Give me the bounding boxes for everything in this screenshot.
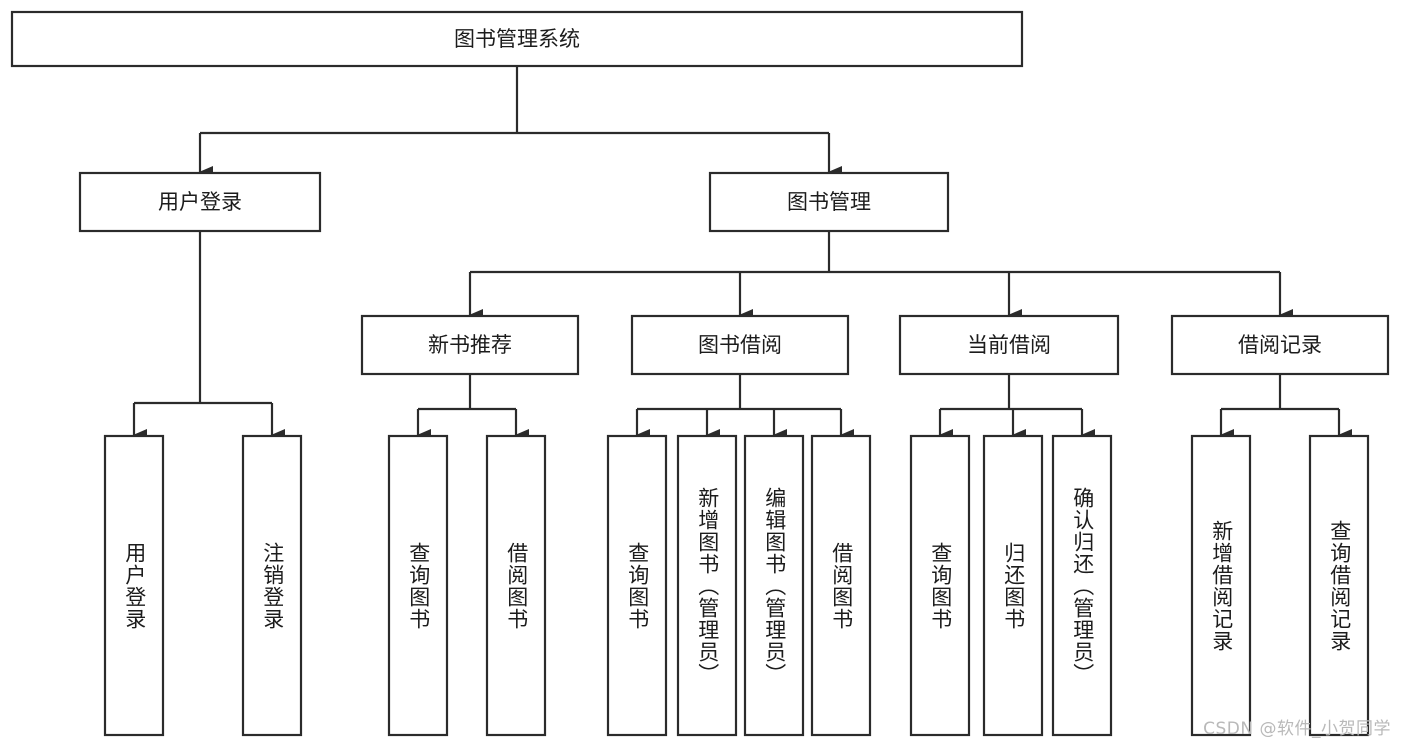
connector-layer [132, 66, 1352, 441]
node-leaf-confirm-return[interactable] [1051, 434, 1113, 737]
node-leaf-borrow-books-1[interactable] [485, 434, 547, 737]
node-leaf-query-books-3[interactable] [909, 434, 971, 737]
node-book-borrow[interactable] [630, 314, 850, 376]
node-leaf-edit-book[interactable] [743, 434, 805, 737]
node-user-login-label: 用户登录 [158, 190, 242, 214]
node-leaf-return-book[interactable] [982, 434, 1044, 737]
node-current-borrow[interactable] [898, 314, 1120, 376]
node-book-management[interactable] [708, 171, 950, 233]
watermark-text: CSDN @软件_小贺同学 [1203, 719, 1391, 739]
node-user-login[interactable] [78, 171, 322, 233]
node-new-book-recommend-label: 新书推荐 [428, 333, 512, 357]
node-leaf-query-borrow-record[interactable] [1308, 434, 1370, 737]
node-leaf-query-books-2[interactable] [606, 434, 668, 737]
node-borrow-record[interactable] [1170, 314, 1390, 376]
node-root[interactable] [10, 10, 1024, 68]
node-leaf-query-books-1[interactable] [387, 434, 449, 737]
node-leaf-add-borrow-record[interactable] [1190, 434, 1252, 737]
node-leaf-user-login[interactable] [103, 434, 165, 737]
node-leaf-user-logout[interactable] [241, 434, 303, 737]
node-book-management-label: 图书管理 [787, 190, 871, 214]
node-leaf-borrow-books-2[interactable] [810, 434, 872, 737]
node-leaf-add-book[interactable] [676, 434, 738, 737]
node-current-borrow-label: 当前借阅 [967, 333, 1051, 357]
node-root-label: 图书管理系统 [454, 27, 580, 51]
node-borrow-record-label: 借阅记录 [1238, 333, 1322, 357]
node-new-book-recommend[interactable] [360, 314, 580, 376]
node-book-borrow-label: 图书借阅 [698, 333, 782, 357]
